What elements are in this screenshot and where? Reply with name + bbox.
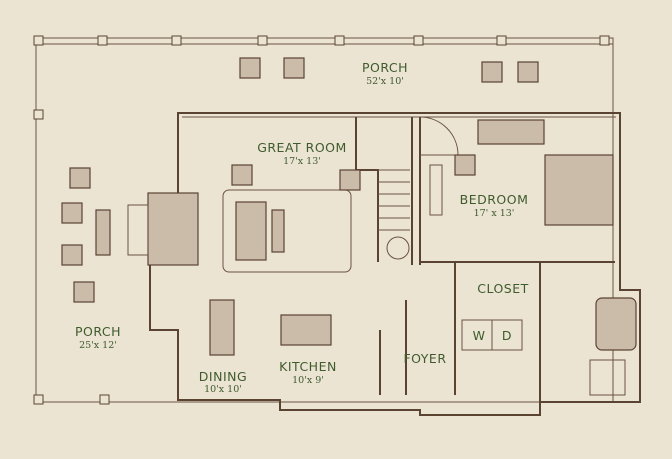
room-size: 25'x 12' xyxy=(79,340,117,351)
room-size: 17'x 13' xyxy=(283,156,321,167)
room-porch-left: PORCH 25'x 12' xyxy=(75,324,121,351)
dryer-label: D xyxy=(502,328,512,343)
house-walls xyxy=(61,57,641,416)
room-dining: DINING 10'x 10' xyxy=(199,369,247,395)
room-bedroom: BEDROOM 17' x 13' xyxy=(460,192,529,219)
room-name: GREAT ROOM xyxy=(257,140,347,155)
room-foyer: FOYER xyxy=(403,351,446,366)
room-size: 10'x 10' xyxy=(204,384,242,395)
room-porch-top: PORCH 52'x 10' xyxy=(362,60,408,87)
room-name: KITCHEN xyxy=(279,359,337,374)
room-name: PORCH xyxy=(362,60,408,75)
room-kitchen: KITCHEN 10'x 9' xyxy=(279,359,337,386)
room-size: 10'x 9' xyxy=(292,375,324,386)
room-name: DINING xyxy=(199,369,247,384)
room-size: 52'x 10' xyxy=(366,76,404,87)
porch-outline xyxy=(33,35,614,405)
room-great-room: GREAT ROOM 17'x 13' xyxy=(257,140,347,167)
room-closet: CLOSET xyxy=(477,281,529,296)
room-size: 17' x 13' xyxy=(474,208,515,219)
room-name: BEDROOM xyxy=(460,192,529,207)
washer-label: W xyxy=(473,328,486,343)
room-name: PORCH xyxy=(75,324,121,339)
